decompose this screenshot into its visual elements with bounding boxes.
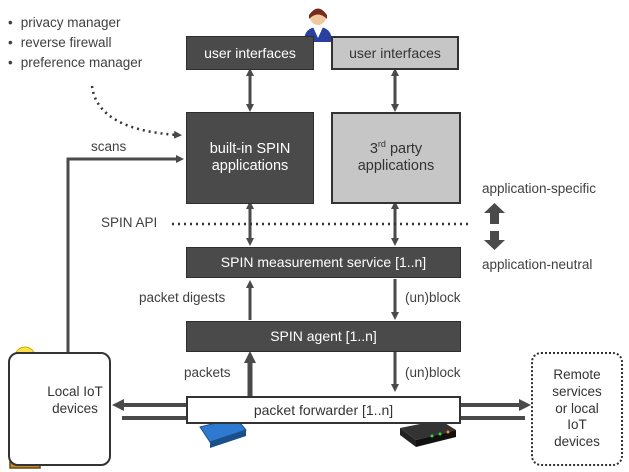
unblock-label-1: (un)block xyxy=(405,290,461,305)
scans-label: scans xyxy=(91,139,127,154)
builtin-apps-box: built-in SPIN applications xyxy=(186,112,314,204)
third-party-text: party applications xyxy=(357,140,435,174)
app-neutral-label: application-neutral xyxy=(482,257,593,272)
remote-line: services xyxy=(552,383,602,399)
down-arrow-icon xyxy=(484,231,505,250)
user-interfaces-builtin-label: user interfaces xyxy=(204,44,296,61)
third-party-suffix: rd xyxy=(377,138,386,149)
remote-line: IoT xyxy=(567,417,587,433)
remote-line: or local xyxy=(555,400,599,416)
user-interfaces-3rd-box: user interfaces xyxy=(331,36,459,70)
feature-item: preference manager xyxy=(8,53,143,73)
up-arrow-icon xyxy=(484,203,505,224)
remote-line: devices xyxy=(554,434,600,450)
feature-list: privacy manager reverse firewall prefere… xyxy=(8,13,143,73)
measurement-service-label: SPIN measurement service [1..n] xyxy=(220,254,427,271)
modem-icon xyxy=(400,420,456,447)
user-interfaces-3rd-label: user interfaces xyxy=(349,44,441,61)
builtin-apps-label: built-in SPIN applications xyxy=(209,140,291,174)
feature-item: privacy manager xyxy=(8,13,142,33)
packet-digests-label: packet digests xyxy=(139,290,226,305)
remote-services-box: Remote services or local IoT devices xyxy=(531,352,623,466)
third-party-number: 3 xyxy=(369,140,378,157)
spin-api-label: SPIN API xyxy=(101,215,158,230)
local-iot-devices-label: Local IoT devices xyxy=(47,384,103,416)
spin-agent-label: SPIN agent [1..n] xyxy=(270,328,377,345)
unblock-label-2: (un)block xyxy=(405,365,461,380)
third-party-apps-box: 3rd party applications xyxy=(331,112,461,204)
user-icon xyxy=(304,8,332,42)
app-specific-label: application-specific xyxy=(482,181,597,196)
arrow-scans xyxy=(66,155,184,352)
spin-agent-box: SPIN agent [1..n] xyxy=(186,321,461,352)
user-interfaces-builtin-box: user interfaces xyxy=(186,36,314,70)
local-iot-devices-box: Local IoT devices xyxy=(8,352,111,466)
packet-forwarder-box: packet forwarder [1..n] xyxy=(186,396,461,424)
packets-label: packets xyxy=(184,365,231,380)
remote-line: Remote xyxy=(553,366,601,382)
packet-forwarder-label: packet forwarder [1..n] xyxy=(253,401,394,418)
feature-item: reverse firewall xyxy=(8,33,142,53)
preference-curve xyxy=(90,85,182,139)
third-party-apps-label: 3rd party applications xyxy=(347,138,445,176)
measurement-service-box: SPIN measurement service [1..n] xyxy=(186,247,461,278)
